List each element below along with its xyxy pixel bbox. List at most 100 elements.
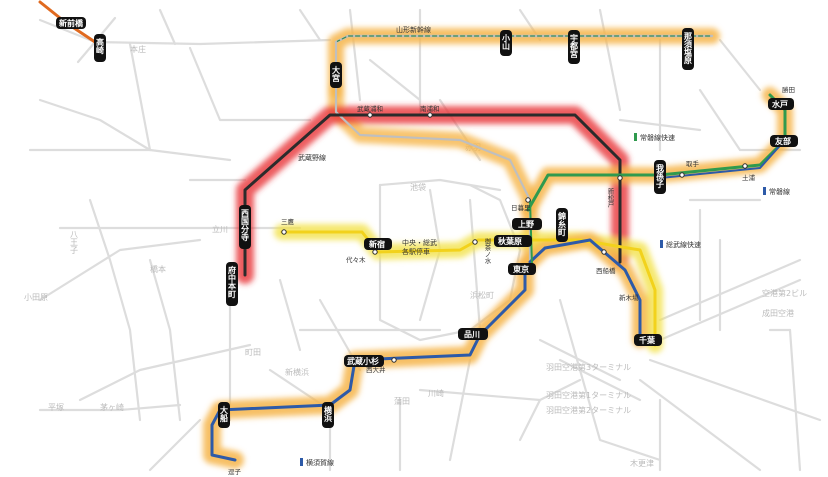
svg-text:東京: 東京 (513, 264, 529, 274)
station-nishikokubunji[interactable]: 西国分寺 (239, 205, 251, 249)
dot-ochanomizu (472, 239, 478, 245)
line-yokosuka (210, 263, 527, 462)
station-shinagawa[interactable]: 品川 (458, 328, 488, 340)
label-tachikawa: 立川 (212, 224, 228, 234)
svg-text:秋葉原: 秋葉原 (497, 236, 522, 246)
small-zushi: 逗子 (228, 467, 242, 476)
label-kisarazu: 木更津 (630, 458, 654, 468)
joban-rapid-swatch (634, 133, 637, 141)
route-label-sobu-rapid: 総武線快速 (666, 240, 701, 249)
station-utsunomiya[interactable]: 宇都宮 (568, 30, 580, 64)
label-kamata: 蒲田 (394, 396, 410, 406)
station-yokohama[interactable]: 横浜 (322, 402, 334, 428)
label-narita-t2: 空港第2ビル (762, 288, 807, 298)
route-label-yamagata-shinkansen: 山形新幹線 (396, 25, 431, 34)
dot-nippori (525, 197, 531, 203)
station-fuchuhonmachi[interactable]: 府中本町 (226, 262, 238, 306)
station-chiba[interactable]: 千葉 (634, 334, 662, 346)
dot-toride (679, 172, 685, 178)
label-hashimoto: 橋本 (150, 264, 166, 274)
label-hamamatsucho: 浜松町 (470, 290, 494, 300)
label-honjo: 本庄 (130, 44, 146, 54)
station-musashikosugi[interactable]: 武蔵小杉 (344, 355, 384, 367)
station-oyama[interactable]: 小山 (500, 30, 512, 56)
svg-text:友部: 友部 (774, 136, 791, 146)
svg-text:新前橋: 新前橋 (59, 18, 84, 28)
small-musashi-urawa: 武蔵浦和 (357, 104, 383, 113)
station-shinjuku[interactable]: 新宿 (364, 238, 392, 250)
dot-shinmatsudo (617, 175, 623, 181)
station-tokyo[interactable]: 東京 (508, 263, 536, 275)
dot-musashi-urawa (367, 112, 373, 118)
dot-nishi-funabashi (601, 249, 607, 255)
small-mitaka: 三鷹 (281, 217, 295, 226)
station-nasushiobara[interactable]: 那須塩原 (682, 28, 694, 70)
line-joban-blue (659, 139, 786, 179)
route-label-joban: 常磐線 (769, 187, 790, 196)
small-station-labels: 南浦和 武蔵浦和 日暮里 新松戸 取手 土浦 勝田 三鷹 代々木 御茶ノ水 西船… (228, 85, 795, 476)
small-nishi-oi: 西大井 (366, 365, 386, 374)
svg-text:那須塩原: 那須塩原 (683, 32, 693, 65)
dot-yoyogi (372, 249, 378, 255)
small-tsuchiura: 土浦 (742, 173, 756, 182)
station-tomobe[interactable]: 友部 (770, 135, 798, 147)
station-mito[interactable]: 水戸 (768, 98, 794, 110)
svg-text:新宿: 新宿 (369, 239, 385, 249)
route-label-musashino: 武蔵野線 (298, 153, 326, 162)
svg-text:上野: 上野 (518, 219, 534, 229)
base-network (28, 8, 822, 472)
yokosuka-swatch (300, 458, 303, 466)
label-hachioji: 八王子 (70, 230, 79, 254)
station-omiya[interactable]: 大宮 (330, 62, 342, 88)
station-takasaki[interactable]: 高崎 (94, 34, 106, 62)
label-odawara: 小田原 (24, 293, 48, 302)
small-shin-kiba: 新木場 (619, 293, 639, 302)
label-kawasaki: 川崎 (428, 388, 444, 398)
small-minami-urawa: 南浦和 (420, 104, 440, 113)
svg-text:西国分寺: 西国分寺 (241, 209, 250, 242)
station-abiko[interactable]: 我孫子 (654, 160, 666, 194)
small-station-dots (281, 112, 748, 363)
svg-text:大船: 大船 (220, 405, 229, 423)
route-label-chuo-sobu-local-2: 各駅停車 (402, 247, 430, 256)
joban-swatch (763, 187, 766, 195)
sobu-rapid-swatch (660, 240, 663, 248)
svg-text:品川: 品川 (464, 330, 480, 339)
label-narita-airport: 成田空港 (762, 308, 794, 318)
small-yoyogi: 代々木 (346, 255, 366, 264)
svg-text:横浜: 横浜 (323, 405, 333, 423)
major-stations: 新前橋 新宿 上野 秋葉原 東京 品川 千葉 武蔵小杉 (56, 17, 798, 428)
small-nippori: 日暮里 (511, 203, 531, 212)
route-label-joban-rapid: 常磐線快速 (640, 133, 675, 142)
route-labels: 山形新幹線 武蔵野線 常磐線快速 常磐線 総武線快速 横須賀線 中央・総武 各駅… (298, 25, 790, 467)
small-toride: 取手 (686, 159, 700, 168)
station-ueno[interactable]: 上野 (512, 218, 542, 230)
svg-text:大宮: 大宮 (332, 65, 341, 83)
label-haneda-t1: 羽田空港第1ターミナル (546, 390, 631, 400)
dot-tsuchiura (742, 163, 748, 169)
label-chigasaki: 茅ヶ崎 (100, 402, 124, 412)
svg-text:錦糸町: 錦糸町 (558, 211, 567, 237)
station-shin-maebashi[interactable]: 新前橋 (56, 17, 86, 29)
dot-nishi-oi (391, 357, 397, 363)
svg-text:高崎: 高崎 (96, 37, 105, 55)
line-keihin (529, 199, 533, 266)
label-hiratsuka: 平塚 (48, 403, 64, 412)
base-labels: 本庄 八王子 立川 池袋 赤羽 成田空港 空港第2ビル 川崎 蒲田 浜松町 羽田… (24, 44, 807, 468)
svg-text:水戸: 水戸 (771, 99, 788, 109)
label-haneda-t2: 羽田空港第2ターミナル (546, 405, 631, 415)
svg-text:我孫子: 我孫子 (656, 163, 665, 189)
label-shinyokohama: 新横浜 (285, 367, 309, 377)
svg-text:府中本町: 府中本町 (228, 265, 237, 299)
station-kinshicho[interactable]: 錦糸町 (556, 208, 568, 242)
small-shinmatsudo: 新松戸 (606, 187, 614, 209)
svg-text:宇都宮: 宇都宮 (570, 33, 579, 59)
dot-minami-urawa (427, 112, 433, 118)
station-ofuna[interactable]: 大船 (218, 402, 230, 428)
station-akihabara[interactable]: 秋葉原 (494, 235, 532, 247)
small-ochanomizu: 御茶ノ水 (483, 237, 491, 264)
dot-mitaka (281, 229, 287, 235)
label-machida: 町田 (245, 348, 261, 357)
svg-text:武蔵小杉: 武蔵小杉 (347, 356, 379, 366)
